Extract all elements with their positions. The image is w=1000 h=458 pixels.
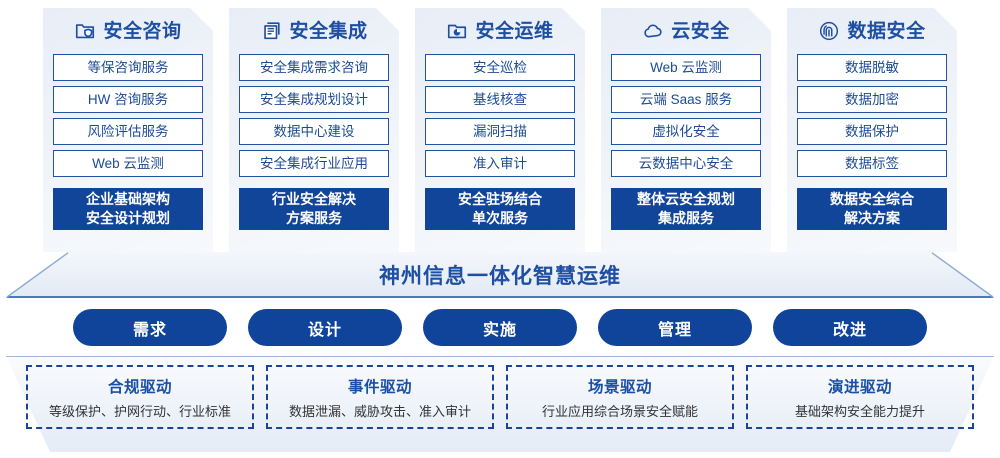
- card-item[interactable]: 数据中心建设: [239, 118, 389, 145]
- pill-stage-demand[interactable]: 需求: [73, 309, 227, 346]
- card-title: 数据安全: [847, 20, 926, 42]
- drivers-panel: [6, 356, 994, 452]
- card-item[interactable]: 数据加密: [797, 86, 947, 113]
- card-header: 数据安全: [797, 8, 947, 54]
- card-item[interactable]: 安全集成行业应用: [239, 150, 389, 177]
- card-security-integration[interactable]: 安全集成 安全集成需求咨询 安全集成规划设计 数据中心建设 安全集成行业应用 行…: [229, 8, 399, 252]
- card-item[interactable]: 漏洞扫描: [425, 118, 575, 145]
- pill-stage-design[interactable]: 设计: [248, 309, 402, 346]
- card-item[interactable]: 等保咨询服务: [53, 54, 203, 81]
- card-item[interactable]: 安全集成规划设计: [239, 86, 389, 113]
- card-item[interactable]: Web 云监测: [611, 54, 761, 81]
- card-header: 云安全: [611, 8, 761, 54]
- card-security-operations[interactable]: 安全运维 安全巡检 基线核查 漏洞扫描 准入审计 安全驻场结合 单次服务: [415, 8, 585, 252]
- driver-title: 事件驱动: [347, 378, 412, 396]
- pie-chart-monitor-icon: [446, 20, 468, 42]
- documents-stack-icon: [260, 20, 282, 42]
- card-header: 安全运维: [425, 8, 575, 54]
- card-header: 安全咨询: [53, 8, 203, 54]
- card-highlight-item[interactable]: 数据安全综合 解决方案: [797, 188, 947, 230]
- card-title: 安全集成: [289, 20, 368, 42]
- driver-scenario[interactable]: 场景驱动 行业应用综合场景安全赋能: [506, 365, 734, 429]
- card-item[interactable]: 云数据中心安全: [611, 150, 761, 177]
- driver-desc: 数据泄漏、威胁攻击、准入审计: [288, 403, 471, 419]
- card-item[interactable]: Web 云监测: [53, 150, 203, 177]
- card-title: 云安全: [671, 20, 730, 42]
- cloud-icon: [642, 20, 664, 42]
- highlight-line-1: 行业安全解决: [272, 191, 356, 207]
- folder-shield-icon: [74, 20, 96, 42]
- card-security-consulting[interactable]: 安全咨询 等保咨询服务 HW 咨询服务 风险评估服务 Web 云监测 企业基础架…: [43, 8, 213, 252]
- card-highlight-item[interactable]: 行业安全解决 方案服务: [239, 188, 389, 230]
- card-item[interactable]: 风险评估服务: [53, 118, 203, 145]
- highlight-line-1: 企业基础架构: [86, 191, 170, 207]
- card-item[interactable]: 云端 Saas 服务: [611, 86, 761, 113]
- card-cloud-security[interactable]: 云安全 Web 云监测 云端 Saas 服务 虚拟化安全 云数据中心安全 整体云…: [601, 8, 771, 252]
- platform-banner: 神州信息一体化智慧运维: [6, 252, 994, 298]
- fingerprint-icon: [818, 20, 840, 42]
- highlight-line-2: 方案服务: [286, 210, 342, 226]
- card-highlight-item[interactable]: 整体云安全规划 集成服务: [611, 188, 761, 230]
- card-header: 安全集成: [239, 8, 389, 54]
- card-item-list: 安全巡检 基线核查 漏洞扫描 准入审计 安全驻场结合 单次服务: [425, 54, 575, 230]
- lifecycle-stage-pills: 需求 设计 实施 管理 改进: [0, 309, 1000, 349]
- driver-title: 场景驱动: [587, 378, 652, 396]
- platform-banner-title: 神州信息一体化智慧运维: [379, 265, 621, 288]
- driver-evolution[interactable]: 演进驱动 基础架构安全能力提升: [746, 365, 974, 429]
- highlight-line-1: 整体云安全规划: [637, 191, 735, 207]
- card-item-list: 数据脱敏 数据加密 数据保护 数据标签 数据安全综合 解决方案: [797, 54, 947, 230]
- card-highlight-item[interactable]: 企业基础架构 安全设计规划: [53, 188, 203, 230]
- card-title: 安全运维: [475, 20, 554, 42]
- card-item[interactable]: 基线核查: [425, 86, 575, 113]
- highlight-line-1: 数据安全综合: [830, 191, 914, 207]
- card-data-security[interactable]: 数据安全 数据脱敏 数据加密 数据保护 数据标签 数据安全综合 解决方案: [787, 8, 957, 252]
- pill-stage-implementation[interactable]: 实施: [423, 309, 577, 346]
- driver-compliance[interactable]: 合规驱动 等级保护、护网行动、行业标准: [26, 365, 254, 429]
- drivers-list: 合规驱动 等级保护、护网行动、行业标准 事件驱动 数据泄漏、威胁攻击、准入审计 …: [6, 356, 994, 452]
- card-item[interactable]: 安全集成需求咨询: [239, 54, 389, 81]
- highlight-line-1: 安全驻场结合: [458, 191, 542, 207]
- pill-stage-management[interactable]: 管理: [598, 309, 752, 346]
- driver-title: 演进驱动: [827, 378, 892, 396]
- card-item-list: Web 云监测 云端 Saas 服务 虚拟化安全 云数据中心安全 整体云安全规划…: [611, 54, 761, 230]
- pill-stage-improvement[interactable]: 改进: [773, 309, 927, 346]
- card-item[interactable]: HW 咨询服务: [53, 86, 203, 113]
- driver-desc: 基础架构安全能力提升: [794, 403, 925, 419]
- card-item[interactable]: 虚拟化安全: [611, 118, 761, 145]
- driver-incident[interactable]: 事件驱动 数据泄漏、威胁攻击、准入审计: [266, 365, 494, 429]
- highlight-line-2: 单次服务: [472, 210, 528, 226]
- card-item[interactable]: 准入审计: [425, 150, 575, 177]
- card-highlight-item[interactable]: 安全驻场结合 单次服务: [425, 188, 575, 230]
- card-item-list: 安全集成需求咨询 安全集成规划设计 数据中心建设 安全集成行业应用 行业安全解决…: [239, 54, 389, 230]
- highlight-line-2: 解决方案: [844, 210, 900, 226]
- capability-cards-row: 安全咨询 等保咨询服务 HW 咨询服务 风险评估服务 Web 云监测 企业基础架…: [0, 8, 1000, 256]
- card-item-list: 等保咨询服务 HW 咨询服务 风险评估服务 Web 云监测 企业基础架构 安全设…: [53, 54, 203, 230]
- driver-desc: 等级保护、护网行动、行业标准: [48, 403, 231, 419]
- card-item[interactable]: 安全巡检: [425, 54, 575, 81]
- highlight-line-2: 集成服务: [658, 210, 714, 226]
- card-item[interactable]: 数据保护: [797, 118, 947, 145]
- highlight-line-2: 安全设计规划: [86, 210, 170, 226]
- driver-title: 合规驱动: [107, 378, 172, 396]
- card-item[interactable]: 数据脱敏: [797, 54, 947, 81]
- card-title: 安全咨询: [103, 20, 182, 42]
- driver-desc: 行业应用综合场景安全赋能: [541, 403, 698, 419]
- card-item[interactable]: 数据标签: [797, 150, 947, 177]
